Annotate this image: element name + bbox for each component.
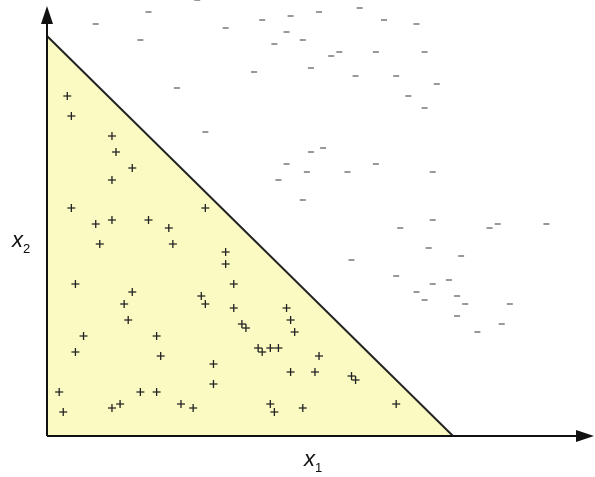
plus-marker <box>107 404 116 412</box>
plus-marker <box>310 368 319 376</box>
plus-marker <box>221 248 230 256</box>
plus-marker <box>79 332 88 340</box>
plus-marker <box>71 348 80 356</box>
plus-marker <box>95 240 104 248</box>
plus-marker <box>164 224 173 232</box>
plus-marker <box>270 408 279 416</box>
plus-marker <box>107 132 116 140</box>
plus-marker <box>286 368 295 376</box>
plus-marker <box>229 304 238 312</box>
plus-marker <box>209 380 218 388</box>
plus-marker <box>254 344 263 352</box>
plus-marker <box>136 388 145 396</box>
x1-axis-arrowhead <box>576 430 594 442</box>
plus-marker <box>266 400 275 408</box>
x1-axis-label: x1 <box>303 446 322 475</box>
plus-marker <box>241 324 250 332</box>
plus-marker <box>298 404 307 412</box>
plus-marker <box>258 348 267 356</box>
plus-marker <box>156 352 165 360</box>
plus-marker <box>286 316 295 324</box>
plus-marker <box>168 240 177 248</box>
plus-marker <box>266 344 275 352</box>
plus-marker <box>201 204 210 212</box>
plus-marker <box>347 372 356 380</box>
plus-marker <box>201 300 210 308</box>
plus-marker <box>209 360 218 368</box>
plus-marker <box>67 204 76 212</box>
plus-marker <box>315 352 324 360</box>
plus-marker <box>55 388 64 396</box>
plus-marker <box>128 164 137 172</box>
plus-marker <box>144 216 153 224</box>
plus-marker <box>229 280 238 288</box>
data-point-markers <box>55 0 550 416</box>
plus-marker <box>112 148 121 156</box>
plus-marker <box>107 216 116 224</box>
plus-marker <box>351 376 360 384</box>
x2-axis-label: x2 <box>11 227 30 256</box>
plus-marker <box>274 344 283 352</box>
plus-marker <box>290 328 299 336</box>
plus-marker <box>189 404 198 412</box>
plus-marker <box>120 300 129 308</box>
plus-marker <box>63 92 72 100</box>
plus-marker <box>128 288 137 296</box>
plus-marker <box>152 388 161 396</box>
plus-marker <box>282 304 291 312</box>
plus-marker <box>176 400 185 408</box>
plus-marker <box>107 176 116 184</box>
plus-marker <box>116 400 125 408</box>
x2-axis-arrowhead <box>41 6 53 24</box>
plus-marker <box>124 316 133 324</box>
plus-marker <box>392 400 401 408</box>
decision-boundary-line <box>46 35 454 437</box>
plus-marker <box>91 220 100 228</box>
plus-marker <box>221 260 230 268</box>
plus-marker <box>71 280 80 288</box>
plus-marker <box>67 112 76 120</box>
plus-marker <box>237 320 246 328</box>
plus-marker <box>59 408 68 416</box>
plus-marker <box>152 332 161 340</box>
plus-marker <box>197 292 206 300</box>
